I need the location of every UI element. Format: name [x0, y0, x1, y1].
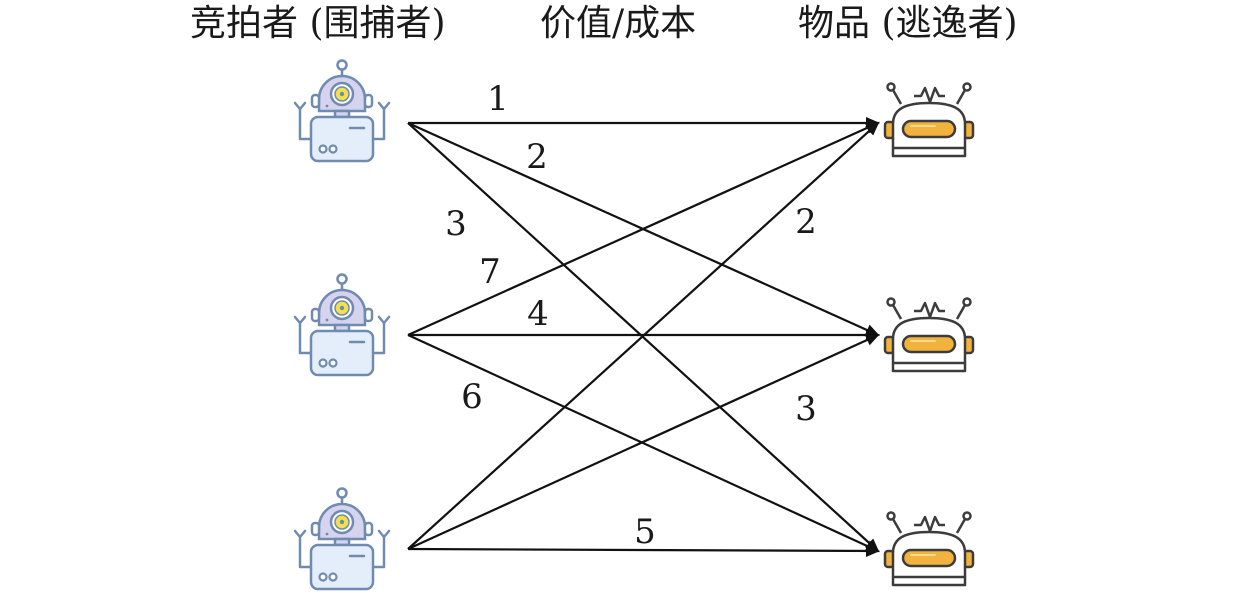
items-header: 物品 (逃逸者): [798, 3, 1018, 44]
robot-evader-icon: [883, 82, 975, 158]
edge-label: 6: [461, 377, 483, 417]
edge-label: 2: [795, 202, 817, 242]
bidders-header: 竞拍者 (围捕者): [190, 3, 446, 44]
edge-label: 4: [527, 294, 549, 334]
edge-label: 5: [634, 512, 656, 552]
robot-pursuer-icon: [293, 59, 391, 163]
edge-bidder-3-to-item-1: [407, 121, 880, 550]
robot-evader-icon: [883, 297, 975, 373]
robot-pursuer-icon: [293, 273, 391, 377]
nodes-layer: [293, 59, 975, 591]
robot-pursuer-icon: [293, 487, 391, 591]
edge-label: 7: [479, 252, 501, 292]
edge-bidder-2-to-item-1: [407, 121, 880, 337]
edges-layer: [407, 117, 880, 557]
value-cost-header: 价值/成本: [540, 3, 697, 44]
edge-bidder-3-to-item-3: [407, 544, 880, 557]
edge-label: 3: [795, 389, 817, 429]
edge-bidder-3-to-item-2: [407, 333, 880, 551]
edge-label: 2: [526, 137, 548, 177]
edge-label: 1: [487, 79, 509, 119]
robot-evader-icon: [883, 511, 975, 587]
edge-label: 3: [445, 204, 467, 244]
